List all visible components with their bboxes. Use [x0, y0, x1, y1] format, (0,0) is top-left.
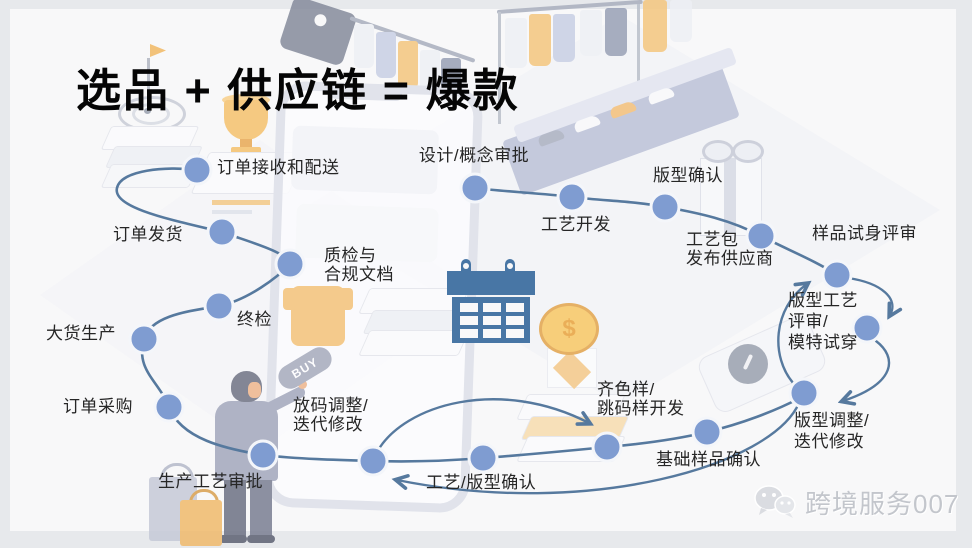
hanging-garment [643, 0, 667, 52]
bag-handle [160, 463, 194, 486]
person-leg [250, 480, 272, 538]
flow-node-bulk-production [128, 323, 160, 355]
flow-label-order-procurement: 订单采购 [63, 397, 133, 416]
person-shoe [219, 535, 247, 543]
hanging-garment [398, 41, 418, 89]
wechat-icon [754, 485, 796, 518]
dollar-coin-icon: $ [539, 303, 599, 355]
flow-label-pattern-adjustment: 版型调整/ 迭代修改 [794, 411, 870, 451]
flow-node-qc-compliance-docs [274, 248, 306, 280]
person-face [248, 382, 261, 398]
person-shoe [247, 535, 275, 543]
flow-label-sample-fitting-review: 样品试身评审 [812, 224, 917, 243]
tshirt-illustration [283, 286, 353, 346]
flow-node-pattern-process-review [851, 312, 883, 344]
hanging-garment [580, 10, 602, 56]
hanging-garment [553, 14, 575, 62]
flow-node-order-shipment [206, 216, 238, 248]
hanging-garment [670, 0, 692, 42]
target-pin [147, 58, 150, 104]
flow-label-order-shipment: 订单发货 [113, 225, 183, 244]
iteration-arc-grading [375, 398, 589, 454]
hanging-garment [505, 18, 527, 68]
flow-label-production-process-approval: 生产工艺审批 [158, 472, 263, 491]
flow-node-grading-adjustment [357, 445, 389, 477]
hanging-garment [420, 50, 440, 94]
flow-node-process-pattern-confirmation [467, 442, 499, 474]
flow-label-base-sample-confirmation: 基础样品确认 [656, 450, 761, 469]
flow-label-process-pattern-confirmation: 工艺/版型确认 [426, 473, 537, 492]
flow-label-grading-adjustment: 放码调整/ 迭代修改 [293, 396, 369, 434]
flow-node-process-development [556, 181, 588, 213]
hanging-garment [529, 14, 551, 66]
flow-label-design-concept-approval: 设计/概念审批 [418, 146, 530, 165]
flow-label-order-receiving-delivery: 订单接收和配送 [217, 158, 340, 177]
flow-node-order-receiving-delivery [181, 154, 213, 186]
flow-node-tech-pack-release [745, 220, 777, 252]
flow-node-color-size-sample-development [591, 431, 623, 463]
flow-label-tech-pack-release: 工艺包 发布供应商 [686, 230, 774, 268]
flow-label-qc-compliance-docs: 质检与 合规文档 [324, 246, 394, 284]
flow-node-sample-fitting-review [821, 259, 853, 291]
flow-node-order-procurement [153, 391, 185, 423]
shopping-bag-illustration [180, 500, 222, 546]
hanging-garment [376, 32, 396, 78]
flow-node-final-inspection [203, 290, 235, 322]
flow-node-pattern-adjustment [788, 377, 820, 409]
flow-label-pattern-confirmation: 版型确认 [653, 166, 723, 185]
page-title: 选品 + 供应链 = 爆款 [76, 65, 520, 116]
gift-bow [732, 140, 764, 163]
gift-ribbon [724, 158, 736, 234]
flow-node-production-process-approval [247, 439, 279, 471]
trophy-stem [240, 139, 252, 148]
loop-arc-right-top [846, 276, 892, 315]
watermark: 跨境服务007 [752, 483, 959, 521]
flow-node-base-sample-confirmation [691, 416, 723, 448]
person-hand [298, 380, 307, 389]
bag-handle [189, 489, 219, 508]
flow-node-design-concept-approval [459, 172, 491, 204]
flow-label-color-size-sample-development: 齐色样/ 跳码样开发 [597, 380, 685, 418]
grey-stripe [212, 210, 252, 214]
flow-label-pattern-process-review: 版型工艺 评审/ 模特试穿 [788, 291, 858, 352]
rack-leg [498, 12, 501, 124]
trophy-cup [224, 100, 268, 140]
flow-label-process-development: 工艺开发 [541, 215, 611, 234]
dartboard-ring [132, 103, 170, 125]
trophy-base [231, 147, 261, 155]
flow-node-pattern-confirmation [649, 191, 681, 223]
watermark-text: 跨境服务007 [805, 488, 960, 519]
rack-leg [637, 4, 640, 96]
person-leg [224, 480, 246, 538]
dartboard-center [144, 108, 151, 114]
hanging-garment [605, 8, 627, 56]
flow-label-final-inspection: 终检 [237, 310, 272, 329]
calendar-icon [447, 259, 535, 343]
iteration-arc-bottom [397, 401, 801, 495]
hanging-garment [354, 24, 374, 68]
gold-stripe [212, 200, 270, 205]
flow-label-bulk-production: 大货生产 [46, 324, 116, 343]
loop-arc-right-bottom [843, 339, 891, 401]
dollar-symbol: $ [562, 315, 576, 342]
loop-arc-left [777, 284, 807, 386]
